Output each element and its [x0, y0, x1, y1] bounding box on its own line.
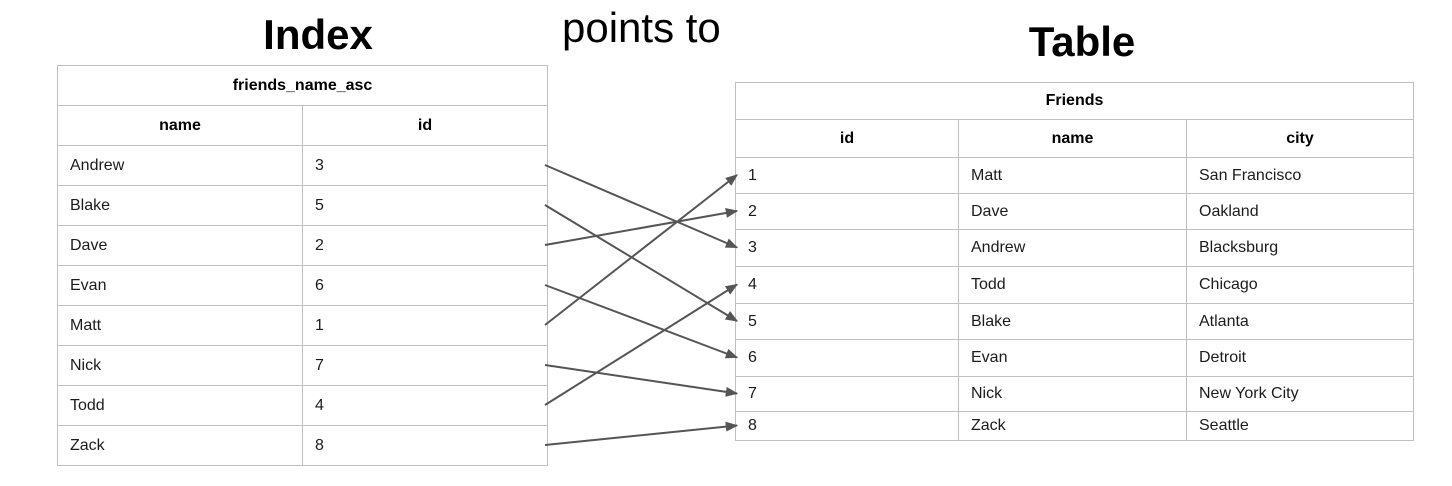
- index-pointer-arrow: [544, 164, 739, 249]
- index-col-header-id: id: [301, 105, 549, 146]
- index-col-header-name: name: [57, 105, 303, 146]
- friends-cell-name: Blake: [958, 303, 1187, 340]
- index-cell-id: 1: [301, 305, 549, 346]
- friends-cell-id: 4: [735, 266, 959, 304]
- index-row: Nick 7: [57, 345, 549, 386]
- friends-row: 7 Nick New York City: [735, 376, 1414, 412]
- friends-cell-id: 5: [735, 303, 959, 340]
- table-title: Table: [1028, 18, 1136, 65]
- friends-col-header-city: city: [1186, 119, 1414, 158]
- friends-cell-id: 8: [735, 411, 959, 441]
- index-table: friends_name_asc name id Andrew 3 Blake …: [56, 65, 549, 466]
- index-cell-name: Zack: [57, 425, 303, 466]
- index-cell-name: Matt: [57, 305, 303, 346]
- friends-cell-city: Blacksburg: [1186, 229, 1414, 267]
- index-cell-id: 6: [301, 265, 549, 306]
- index-cell-id: 3: [301, 145, 549, 186]
- friends-cell-id: 1: [735, 157, 959, 194]
- friends-cell-id: 3: [735, 229, 959, 267]
- index-cell-id: 8: [301, 425, 549, 466]
- friends-row: 3 Andrew Blacksburg: [735, 229, 1414, 267]
- index-cell-name: Evan: [57, 265, 303, 306]
- friends-row: 1 Matt San Francisco: [735, 157, 1414, 194]
- index-cell-name: Andrew: [57, 145, 303, 186]
- index-cell-id: 5: [301, 185, 549, 226]
- index-row: Evan 6: [57, 265, 549, 306]
- friends-cell-id: 6: [735, 339, 959, 377]
- friends-cell-city: Chicago: [1186, 266, 1414, 304]
- friends-table-header-row: id name city: [735, 119, 1414, 158]
- index-row: Zack 8: [57, 425, 549, 466]
- friends-table-name: Friends: [735, 82, 1414, 120]
- index-table-name: friends_name_asc: [56, 65, 549, 106]
- index-cell-name: Nick: [57, 345, 303, 386]
- index-pointer-arrow: [544, 421, 739, 446]
- friends-col-header-id: id: [735, 119, 959, 158]
- friends-row: 4 Todd Chicago: [735, 266, 1414, 304]
- friends-cell-name: Nick: [958, 376, 1187, 412]
- friends-row: 2 Dave Oakland: [735, 193, 1414, 230]
- friends-table: Friends id name city 1 Matt San Francisc…: [735, 82, 1414, 441]
- index-row: Dave 2: [57, 225, 549, 266]
- index-row: Blake 5: [57, 185, 549, 226]
- friends-cell-city: San Francisco: [1186, 157, 1414, 194]
- index-pointer-arrow: [544, 283, 739, 406]
- friends-cell-name: Dave: [958, 193, 1187, 230]
- index-cell-name: Todd: [57, 385, 303, 426]
- index-pointer-arrow: [544, 284, 739, 359]
- friends-cell-id: 2: [735, 193, 959, 230]
- friends-cell-city: Seattle: [1186, 411, 1414, 441]
- friends-cell-city: Detroit: [1186, 339, 1414, 377]
- index-cell-id: 4: [301, 385, 549, 426]
- index-title: Index: [263, 11, 373, 58]
- friends-table-title-row: Friends: [735, 82, 1414, 120]
- index-pointer-arrow: [544, 364, 739, 397]
- friends-cell-name: Matt: [958, 157, 1187, 194]
- index-row: Todd 4: [57, 385, 549, 426]
- friends-row: 5 Blake Atlanta: [735, 303, 1414, 340]
- index-row: Matt 1: [57, 305, 549, 346]
- index-table-title-row: friends_name_asc: [56, 65, 549, 106]
- index-row: Andrew 3: [57, 145, 549, 186]
- friends-cell-name: Zack: [958, 411, 1187, 441]
- friends-cell-city: New York City: [1186, 376, 1414, 412]
- friends-cell-id: 7: [735, 376, 959, 412]
- friends-cell-name: Todd: [958, 266, 1187, 304]
- index-table-header-row: name id: [57, 105, 549, 146]
- index-cell-id: 7: [301, 345, 549, 386]
- friends-cell-city: Oakland: [1186, 193, 1414, 230]
- friends-cell-name: Evan: [958, 339, 1187, 377]
- friends-row: 6 Evan Detroit: [735, 339, 1414, 377]
- points-to-label: points to: [562, 4, 721, 51]
- index-cell-id: 2: [301, 225, 549, 266]
- friends-col-header-name: name: [958, 119, 1187, 158]
- index-pointer-arrow: [544, 174, 738, 326]
- index-cell-name: Dave: [57, 225, 303, 266]
- friends-cell-name: Andrew: [958, 229, 1187, 267]
- friends-cell-city: Atlanta: [1186, 303, 1414, 340]
- friends-row: 8 Zack Seattle: [735, 411, 1414, 441]
- index-cell-name: Blake: [57, 185, 303, 226]
- index-pointer-arrow: [544, 204, 739, 322]
- index-pointer-arrow: [544, 208, 739, 246]
